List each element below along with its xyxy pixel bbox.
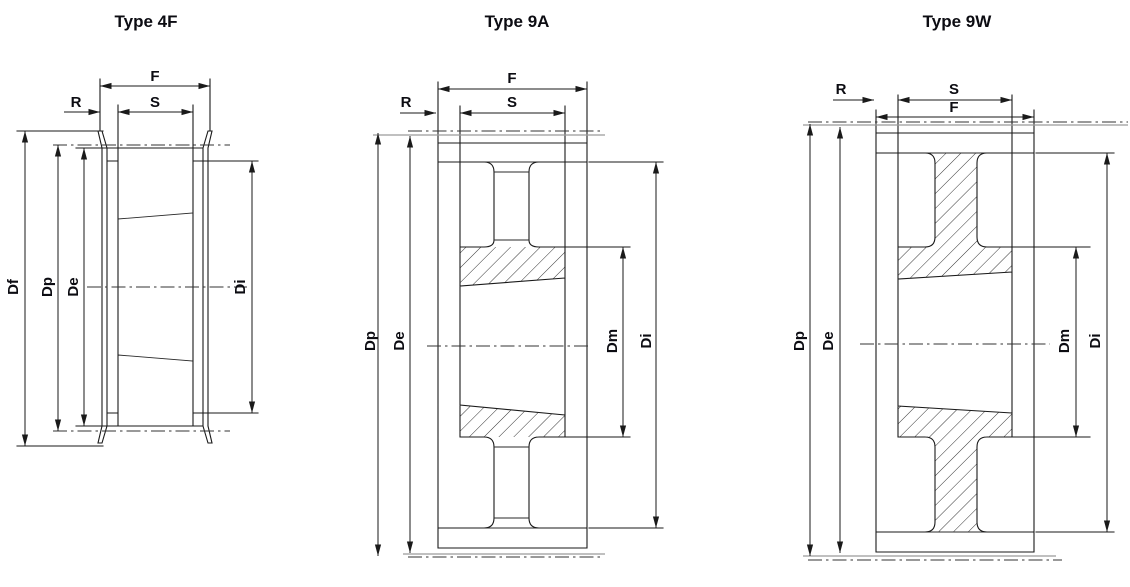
label-r: R xyxy=(836,81,847,98)
label-di: Di xyxy=(638,334,655,349)
label-f: F xyxy=(949,99,958,116)
hatch-hub-upper xyxy=(898,247,1012,279)
hatch-rim-bottom xyxy=(117,354,194,427)
figure-title: Type 4F xyxy=(115,12,178,31)
label-r: R xyxy=(401,94,412,111)
figure-type-9a: Type 9A F S R Dp De Dm Di xyxy=(362,12,664,558)
figure-title: Type 9A xyxy=(485,12,550,31)
label-dm: Dm xyxy=(1056,329,1073,353)
label-de: De xyxy=(65,277,82,296)
label-r: R xyxy=(71,94,82,111)
label-di: Di xyxy=(1087,334,1104,349)
label-dp: Dp xyxy=(39,277,56,297)
label-f: F xyxy=(150,68,159,85)
centerline-and-pitch-lines xyxy=(53,144,247,432)
hatch-rim-top xyxy=(117,147,194,220)
label-s: S xyxy=(150,94,160,111)
hatch-rim-bottom xyxy=(875,531,1035,553)
phantom-lines xyxy=(803,124,1128,557)
pulley-section-9w xyxy=(803,94,1128,561)
label-dp: Dp xyxy=(362,331,379,351)
pulley-section-4f xyxy=(16,78,259,447)
label-s: S xyxy=(949,81,959,98)
pulley-section-9a xyxy=(373,81,664,558)
dimensions-9a: F S R Dp De Dm Di xyxy=(362,70,660,556)
label-dp: Dp xyxy=(791,331,808,351)
hatch-web-upper xyxy=(925,153,987,247)
hatch-web-lower xyxy=(925,437,987,532)
label-di: Di xyxy=(232,280,249,295)
section-outline xyxy=(16,78,259,447)
figure-type-9w: Type 9W R S F Dp De Dm Di xyxy=(791,12,1128,561)
hatch-hub-upper xyxy=(460,247,565,286)
label-s: S xyxy=(507,94,517,111)
hatch-hub-lower xyxy=(898,406,1012,437)
label-df: Df xyxy=(5,278,22,295)
dimensions-9w: R S F Dp De Dm Di xyxy=(791,81,1111,556)
label-de: De xyxy=(391,331,408,350)
centerline-and-pitch-lines xyxy=(408,130,601,558)
figure-type-4f: Type 4F F S R Df Dp De Di xyxy=(5,12,259,447)
label-dm: Dm xyxy=(604,329,621,353)
section-outline xyxy=(875,94,1115,553)
hatch-rim-bottom xyxy=(437,527,588,549)
hatch-rim-top xyxy=(875,132,1035,154)
dimensions-4f: F S R Df Dp De Di xyxy=(5,68,256,446)
section-outline xyxy=(437,81,664,549)
label-de: De xyxy=(820,331,837,350)
centerline-and-pitch-lines xyxy=(808,121,1128,561)
web-projected-edges xyxy=(494,171,529,519)
label-f: F xyxy=(507,70,516,87)
phantom-lines xyxy=(373,134,605,555)
figure-title: Type 9W xyxy=(923,12,993,31)
